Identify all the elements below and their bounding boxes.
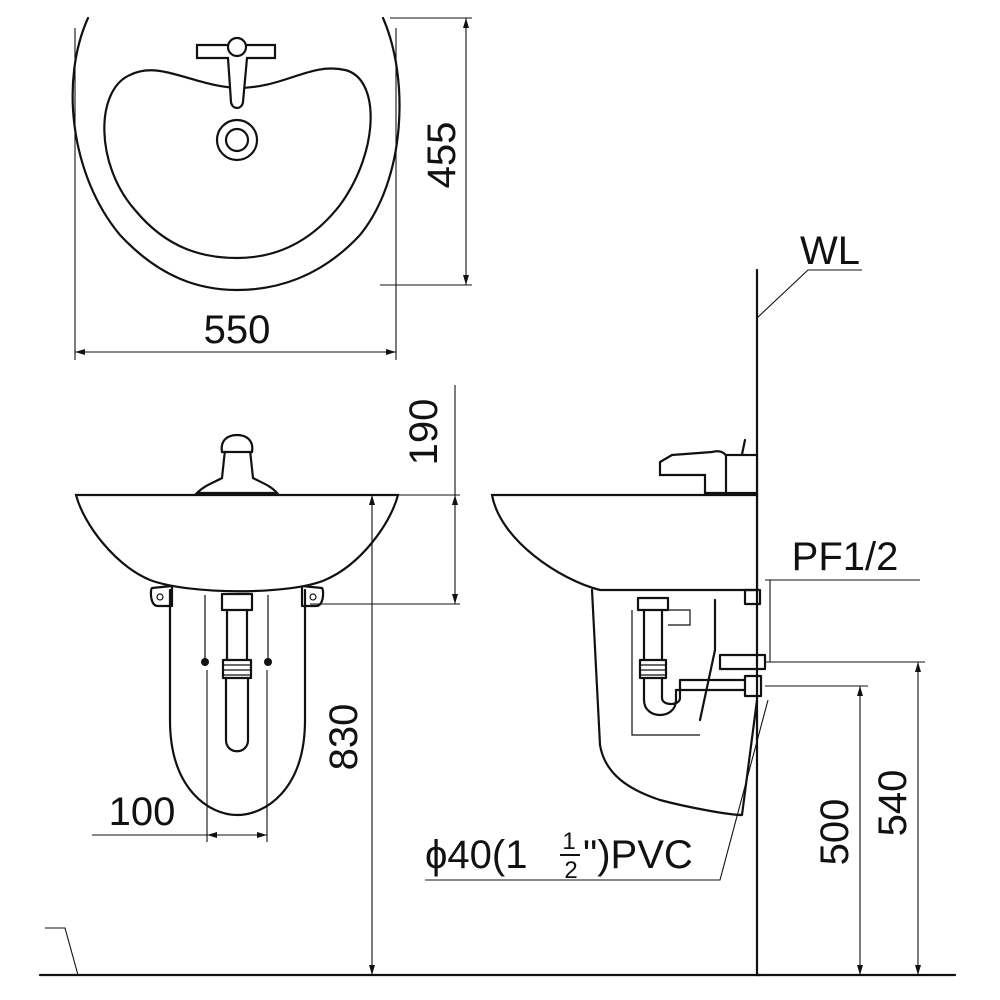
drain-height-dim-label: 500 — [813, 799, 857, 866]
floor-leader — [45, 927, 79, 976]
drain-outer-icon — [215, 118, 259, 162]
drain-pipe-label: ϕ40(1 1 2 ")PVC — [425, 828, 693, 884]
top-view: 550 455 — [71, 16, 472, 360]
wall-label-leader — [756, 269, 862, 319]
front-view: 190 830 100 — [38, 385, 762, 977]
drain-label-suffix: ")PVC — [583, 833, 693, 877]
bracket-right-bolt-icon — [309, 593, 317, 601]
depth-dim-label: 455 — [420, 122, 464, 189]
faucet-side-icon — [658, 438, 759, 495]
drain-trap-side — [631, 588, 767, 736]
basin-outer-rim — [71, 16, 401, 292]
basin-side — [490, 493, 759, 592]
drain-frac-den: 2 — [564, 857, 577, 884]
drain-trap-front — [201, 592, 272, 753]
pedestal — [168, 588, 307, 817]
supply-label: PF1/2 — [792, 535, 899, 579]
drain-label-leader — [425, 699, 769, 881]
trap-offset-dim-label: 100 — [109, 790, 176, 834]
drain-frac-num: 1 — [562, 828, 575, 855]
basin-height-dim-label: 830 — [322, 704, 366, 771]
faucet-top-view-icon — [195, 36, 277, 110]
width-dim-label: 550 — [204, 308, 271, 352]
side-view: WL PF1/2 — [425, 229, 957, 977]
bracket-left-bolt-icon — [156, 593, 164, 601]
faucet-front-icon — [194, 433, 280, 495]
pedestal-side — [590, 588, 759, 817]
supply-left-icon — [201, 658, 209, 666]
basin-front — [74, 493, 400, 593]
bracket-right — [300, 584, 325, 608]
bracket-left — [149, 584, 174, 608]
drain-inner-icon — [224, 127, 250, 153]
faucet-height-dim-label: 190 — [402, 399, 446, 466]
supply-right-icon — [264, 658, 272, 666]
wall-label: WL — [800, 229, 860, 273]
drain-label-prefix: ϕ40(1 — [425, 833, 527, 877]
supply-height-dim-label: 540 — [871, 770, 915, 837]
